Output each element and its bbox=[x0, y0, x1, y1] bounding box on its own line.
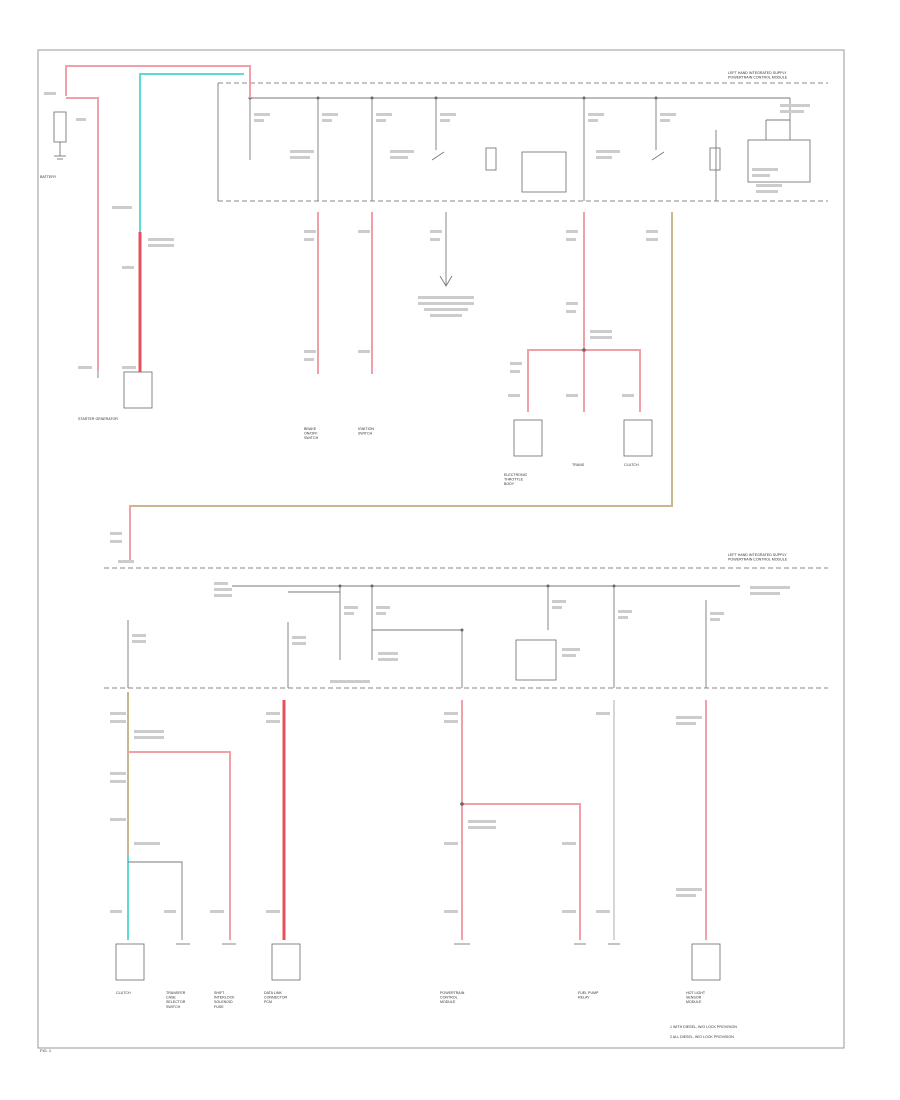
bottom-wire-tags bbox=[110, 712, 702, 913]
wire-battery-feed bbox=[65, 65, 251, 98]
battery-symbol bbox=[44, 92, 86, 160]
bottom-connectors bbox=[115, 943, 721, 981]
clutch-label: CLUTCH bbox=[624, 463, 639, 467]
trans-label: TRANS bbox=[572, 463, 585, 467]
bottom-box-tags bbox=[132, 582, 790, 683]
wire-tan-link bbox=[129, 212, 673, 560]
legend-line-2: 2 ALL DIESEL, W/O LOCK PROVISION bbox=[670, 1035, 734, 1039]
bottom-fuse-group bbox=[127, 586, 707, 688]
top-fuse-group bbox=[249, 98, 811, 201]
page-id: FIG. 1 bbox=[40, 1048, 52, 1053]
battery-label: BATTERY bbox=[40, 175, 57, 179]
top-drops bbox=[304, 212, 658, 457]
top-box-tags bbox=[254, 104, 810, 193]
legend-line-1: 1 WITH DIESEL, W/O LOCK PROVISION bbox=[670, 1025, 737, 1029]
bottom-clutch-label: CLUTCH bbox=[116, 991, 131, 995]
diagram-frame bbox=[37, 49, 845, 1049]
starter-generator-connectors bbox=[78, 366, 153, 409]
wire-cyan-feed bbox=[139, 73, 244, 232]
starter-generator-label: STARTER GENERATOR bbox=[78, 417, 118, 421]
bottom-wires bbox=[127, 692, 707, 940]
wire-starter bbox=[66, 97, 99, 370]
